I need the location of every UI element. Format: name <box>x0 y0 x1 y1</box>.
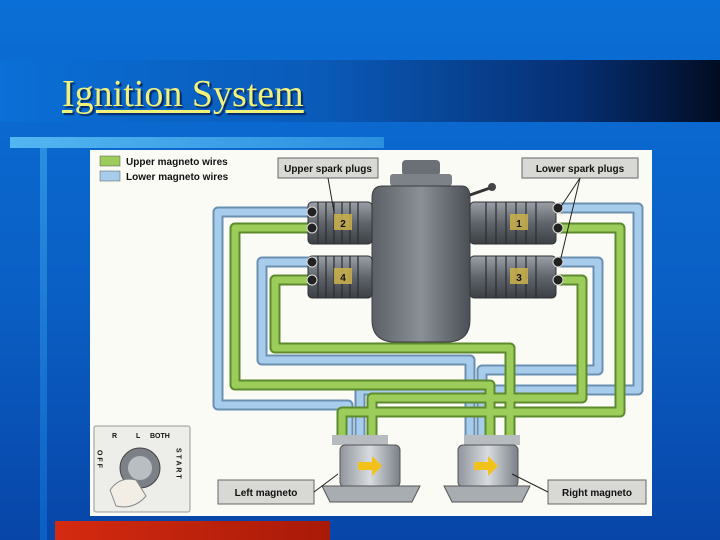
lower-wire-3 <box>356 204 642 439</box>
spark-plug-1-upper <box>552 222 564 234</box>
legend-label-upper: Upper magneto wires <box>126 157 228 168</box>
spark-plug-2-upper <box>306 222 318 234</box>
callout-left-magneto-label: Left magneto <box>235 488 298 499</box>
callout-lower-spark-plugs: Lower spark plugs <box>521 157 639 263</box>
title-band <box>0 60 720 122</box>
slide-title: Ignition System <box>62 73 304 115</box>
left-magneto <box>321 435 421 503</box>
left-magneto-arrow <box>358 456 382 476</box>
cylinder-2: 2 <box>306 201 373 245</box>
legend-swatch-lower <box>99 170 121 182</box>
spark-plug-4-lower <box>306 256 318 268</box>
callout-right-magneto: Right magneto <box>511 473 647 505</box>
callout-upper-spark-plugs-label: Upper spark plugs <box>284 164 372 175</box>
accent-bar-left <box>40 148 47 540</box>
callout-upper-spark-plugs: Upper spark plugs <box>277 157 379 213</box>
upper-wire-4 <box>368 276 586 439</box>
switch-label-start: S T A R T <box>175 448 182 479</box>
callout-lower-spark-plugs-label: Lower spark plugs <box>536 164 625 175</box>
cylinder-number-2: 2 <box>340 219 346 230</box>
cylinder-3: 3 <box>469 255 564 299</box>
cylinder-1: 1 <box>469 201 564 245</box>
engine-crankcase <box>371 185 471 343</box>
switch-label-l: L <box>136 433 141 440</box>
switch-label-both: BOTH <box>150 433 170 440</box>
engine-top-cap <box>402 160 440 176</box>
legend-label-lower: Lower magneto wires <box>126 172 229 183</box>
spark-plug-3-upper <box>552 274 564 286</box>
ignition-diagram: Upper magneto wires Lower magneto wires <box>90 150 652 516</box>
accent-bar-top <box>10 137 384 148</box>
legend: Upper magneto wires Lower magneto wires <box>99 155 229 183</box>
switch-label-off: O F F <box>96 450 103 469</box>
accent-bar-bottom <box>55 521 330 540</box>
spark-plug-1-lower <box>552 202 564 214</box>
spark-plug-4-upper <box>306 274 318 286</box>
right-magneto-arrow <box>474 456 498 476</box>
engine-block <box>371 160 496 343</box>
spark-plug-3-lower <box>552 256 564 268</box>
callout-left-magneto: Left magneto <box>217 473 339 505</box>
spark-plug-2-lower <box>306 206 318 218</box>
upper-wire-2 <box>271 276 514 439</box>
upper-magneto-wires <box>229 222 626 441</box>
cylinder-number-3: 3 <box>516 273 522 284</box>
callout-right-magneto-label: Right magneto <box>562 488 632 499</box>
lower-wire-4 <box>478 258 602 439</box>
upper-wire-3 <box>338 224 624 439</box>
cylinder-number-1: 1 <box>516 219 522 230</box>
right-magneto <box>443 435 531 503</box>
ignition-switch-inset: R L BOTH O F F S T A R T <box>93 425 191 513</box>
switch-label-r: R <box>112 433 117 440</box>
cylinder-number-4: 4 <box>340 273 346 284</box>
lower-magneto-wires <box>212 202 644 441</box>
legend-swatch-upper <box>99 155 121 167</box>
hand-icon <box>109 478 147 508</box>
cylinder-4: 4 <box>306 255 373 299</box>
ignition-diagram-svg: Upper magneto wires Lower magneto wires <box>93 155 647 513</box>
upper-wire-1 <box>231 224 494 439</box>
